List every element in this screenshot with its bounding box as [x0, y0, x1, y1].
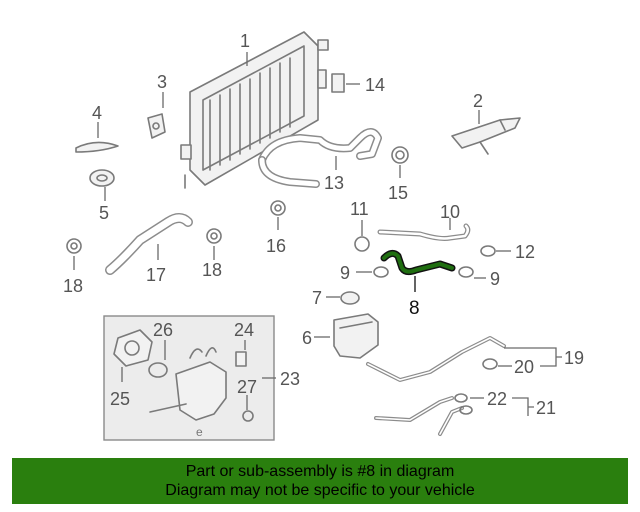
callout-12: 12: [515, 242, 535, 262]
callout-26: 26: [153, 320, 173, 340]
callout-3: 3: [157, 72, 167, 92]
part-12-clamp: [480, 245, 496, 257]
part-10-pipe: [377, 223, 471, 241]
part-radiator: [180, 31, 329, 189]
callout-23: 23: [280, 369, 300, 389]
callout-11: 11: [350, 199, 369, 219]
part-21-line: [374, 393, 473, 436]
part-9-clamps: [373, 266, 474, 278]
callout-18a: 18: [63, 276, 83, 296]
info-banner: Part or sub-assembly is #8 in diagram Di…: [12, 458, 628, 504]
banner-line-2: Diagram may not be specific to your vehi…: [165, 482, 475, 499]
part-14-cap: [331, 73, 345, 93]
callout-8: 8: [409, 298, 420, 319]
callout-27: 27: [237, 377, 257, 397]
callout-1: 1: [240, 31, 250, 51]
part-16-clamp: [270, 200, 286, 216]
parts-diagram: 1 2 3 4 5 13 14 15: [63, 31, 584, 441]
part-5-insulator: [89, 169, 115, 187]
callout-14: 14: [365, 75, 385, 95]
part-18-clamps: [66, 228, 222, 254]
part-4-seal: [75, 141, 119, 153]
callout-24: 24: [234, 320, 254, 340]
callout-21: 21: [536, 398, 556, 418]
callout-25: 25: [110, 389, 130, 409]
callout-20: 20: [514, 357, 534, 377]
callout-16: 16: [266, 236, 286, 256]
callout-18b: 18: [202, 260, 222, 280]
callout-2: 2: [473, 91, 483, 111]
callout-15: 15: [388, 183, 408, 203]
callout-13: 13: [324, 173, 344, 193]
part-thermostat-housing: e: [113, 329, 254, 439]
callout-9b: 9: [490, 269, 500, 289]
leader-21-bracket: [512, 397, 534, 416]
part-3-bracket: [147, 113, 166, 139]
part-13-hose: [258, 128, 382, 188]
callout-6: 6: [302, 328, 312, 348]
callout-22: 22: [487, 389, 507, 409]
part-6-reservoir: [333, 313, 379, 359]
part-2-bracket: [451, 117, 521, 155]
inset-small-mark: e: [196, 425, 203, 439]
part-8-hose-highlighted: [380, 249, 456, 276]
callout-4: 4: [92, 103, 102, 123]
part-19-line: [366, 336, 506, 382]
part-11-clamp: [354, 236, 370, 252]
part-17-hose: [105, 213, 193, 275]
callout-9a: 9: [340, 263, 350, 283]
part-15-clamp: [391, 146, 409, 164]
part-7-cap: [340, 291, 360, 305]
callout-10: 10: [440, 202, 460, 222]
callout-5: 5: [99, 203, 109, 223]
callout-19: 19: [564, 348, 584, 368]
callout-7: 7: [312, 288, 322, 308]
banner-line-1: Part or sub-assembly is #8 in diagram: [185, 463, 455, 480]
callout-17: 17: [146, 265, 166, 285]
leader-19-bracket: [504, 347, 562, 367]
